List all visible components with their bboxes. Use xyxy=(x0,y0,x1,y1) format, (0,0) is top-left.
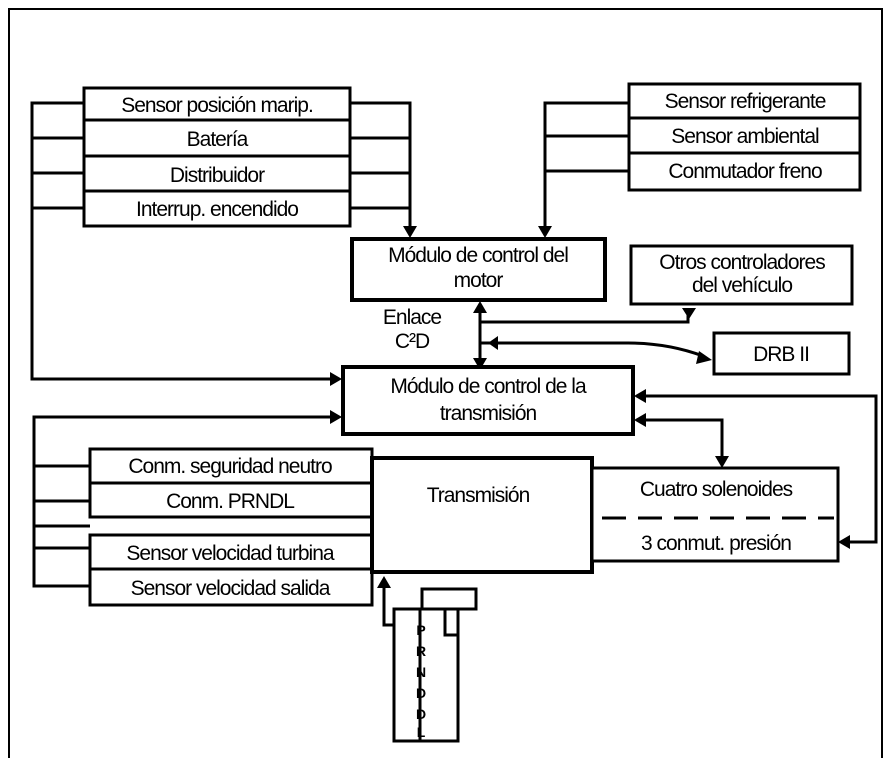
prndl-letter-l: L xyxy=(417,724,426,740)
transmission-label: Transmisión xyxy=(427,484,530,507)
left-stack-left-wires xyxy=(30,101,342,386)
ambient-sensor-label: Sensor ambiental xyxy=(671,125,819,148)
engine-module-box xyxy=(350,237,607,302)
prndl-letter-p: P xyxy=(416,622,425,638)
left-sensor-stack: Sensor posición marip. Batería Distribui… xyxy=(82,86,352,228)
bus-to-drb xyxy=(480,341,704,358)
bus-to-other xyxy=(480,312,690,324)
sensor-throttle-label: Sensor posición marip. xyxy=(121,94,313,117)
prndl-letter-d2: D xyxy=(416,706,426,722)
wire xyxy=(543,101,629,230)
transmission-control-module: Módulo de control de la transmisión xyxy=(341,365,635,436)
prndl-switch-label: Conm. PRNDL xyxy=(166,490,294,513)
prndl-letter-d: D xyxy=(416,685,426,701)
diagram-frame: Sensor posición marip. Batería Distribui… xyxy=(8,8,884,758)
arrow-head xyxy=(330,410,342,424)
other-controllers-box xyxy=(629,244,854,306)
tcm-right-wires xyxy=(634,389,878,549)
transmission-box xyxy=(370,456,594,574)
arrow-head xyxy=(403,226,417,238)
wire-to-pressure xyxy=(642,394,878,544)
solenoids-box xyxy=(590,466,840,563)
control-system-diagram: Sensor posición marip. Batería Distribui… xyxy=(8,8,883,758)
link-label-line2: C²D xyxy=(395,330,430,353)
right-sensor-stack: Sensor refrigerante Sensor ambiental Con… xyxy=(627,82,862,192)
arrow-head xyxy=(473,301,487,313)
transmission-module-box xyxy=(341,365,635,436)
shift-lever: P R N D D L xyxy=(377,576,478,743)
arrow-head xyxy=(634,413,646,427)
other-controllers-line1: Otros controladores xyxy=(659,251,825,274)
arrow-head xyxy=(377,576,391,588)
arrow-head xyxy=(538,226,552,238)
engine-control-module: Módulo de control del motor xyxy=(350,237,607,302)
prndl-letter-r: R xyxy=(416,643,426,659)
prndl-letter-n: N xyxy=(416,664,426,680)
wire xyxy=(32,466,90,588)
battery-label: Batería xyxy=(187,128,249,151)
left-stack-right-wires xyxy=(350,101,417,238)
input-box xyxy=(88,567,374,607)
transmission-module-line1: Módulo de control de la xyxy=(390,375,587,398)
wire-left-bus xyxy=(30,101,336,381)
arrow-head xyxy=(488,336,498,350)
wire xyxy=(32,415,336,468)
other-controllers-line2: del vehículo xyxy=(692,274,792,297)
outer-border xyxy=(8,8,883,758)
engine-module-line2: motor xyxy=(454,269,504,292)
drb-box xyxy=(712,331,851,376)
transmission-module-line2: transmisión xyxy=(440,402,537,425)
solenoids-pressure-block: Cuatro solenoides 3 conmut. presión xyxy=(590,466,840,563)
pressure-switches-label: 3 conmut. presión xyxy=(641,532,791,555)
wire-to-solenoids xyxy=(642,418,724,460)
arrow-head xyxy=(696,351,712,364)
output-speed-sensor-label: Sensor velocidad salida xyxy=(131,577,331,600)
engine-module-line1: Módulo de control del xyxy=(388,244,568,267)
wire xyxy=(350,101,412,230)
link-label-line1: Enlace xyxy=(383,306,442,329)
drb-ii: DRB II xyxy=(712,331,851,376)
arrow-head xyxy=(715,456,729,468)
arrow-head xyxy=(838,535,850,549)
input-box xyxy=(88,447,374,485)
turbine-speed-sensor-label: Sensor velocidad turbina xyxy=(126,542,334,565)
input-box xyxy=(88,481,374,519)
drb-label: DRB II xyxy=(753,343,809,366)
arrow-head xyxy=(634,389,646,403)
other-controllers: Otros controladores del vehículo xyxy=(629,244,854,306)
transmission-input-stack: Conm. seguridad neutro Conm. PRNDL Senso… xyxy=(88,447,374,607)
brake-switch-label: Conmutador freno xyxy=(668,160,822,183)
transmission: Transmisión xyxy=(370,456,594,574)
c2d-link: Enlace C²D xyxy=(383,301,712,370)
tcm-left-wires xyxy=(32,410,342,588)
ignition-switch-label: Interrup. encendido xyxy=(136,198,298,221)
neutral-safety-switch-label: Conm. seguridad neutro xyxy=(128,455,332,478)
distributor-label: Distribuidor xyxy=(170,164,265,187)
right-stack-wires xyxy=(538,101,629,238)
lever-stem xyxy=(443,607,460,637)
coolant-sensor-label: Sensor refrigerante xyxy=(665,90,826,113)
arrow-head xyxy=(330,372,342,386)
lever-top xyxy=(420,587,478,611)
right-sensor-box xyxy=(627,82,862,192)
arrow-head xyxy=(682,308,696,319)
solenoids-label: Cuatro solenoides xyxy=(640,478,793,501)
arrow-head xyxy=(473,358,487,370)
